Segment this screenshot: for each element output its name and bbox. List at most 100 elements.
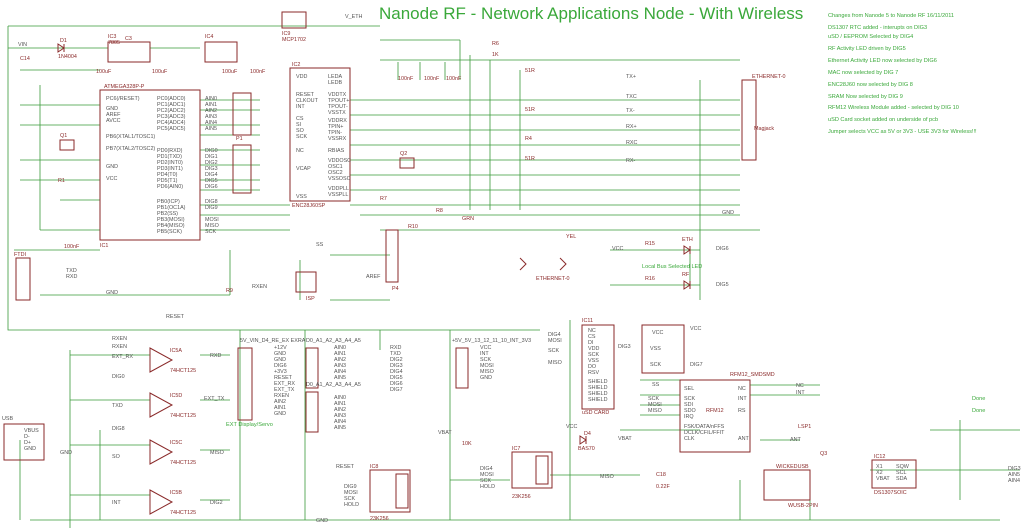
svg-text:SQW: SQW [896,464,910,470]
change-note: MAC now selected by DIG 7 [828,70,898,76]
svg-text:100nF: 100nF [250,69,266,75]
svg-text:SO: SO [112,454,120,460]
svg-text:AIN0: AIN0 [205,96,217,102]
svg-text:CS: CS [588,334,596,340]
svg-text:VSSRX: VSSRX [328,136,347,142]
svg-text:GND: GND [274,351,286,357]
svg-text:AIN1: AIN1 [274,405,286,411]
svg-text:SCK: SCK [684,396,695,402]
svg-text:INT: INT [480,351,489,357]
svg-text:DI: DI [588,340,593,346]
svg-text:C14: C14 [20,56,30,62]
svg-text:AIN3: AIN3 [334,363,346,369]
svg-text:SDA: SDA [896,476,907,482]
eeprom-ic8: IC8 23K256 DIG9 MOSI SCK HOLD RESET VBAT [336,430,452,522]
svg-text:DIG5: DIG5 [205,178,218,184]
svg-text:TX-: TX- [626,108,635,114]
svg-text:AIN4: AIN4 [334,369,346,375]
svg-text:IC3: IC3 [108,34,116,40]
svg-text:MISO: MISO [548,360,562,366]
ic1-atmega328: ATMEGA328P-P IC1 PC6(/RESET) GND AREF AV… [99,84,201,249]
svg-text:MOSI: MOSI [480,472,494,478]
svg-text:VCC: VCC [652,330,663,336]
svg-text:ISP: ISP [306,296,315,302]
svg-text:GND: GND [722,210,734,216]
svg-text:CLKOUT: CLKOUT [296,98,319,104]
svg-text:VSS: VSS [296,194,307,200]
buffer-ic5a: IC5A 74HCT125 RXEN RXEN EXT_RX DIG0 RXD [112,336,221,380]
svg-text:74HCT125: 74HCT125 [170,460,196,466]
svg-text:TXD: TXD [66,268,77,274]
svg-text:5V_VIN_D4_RE_EX EXRA: 5V_VIN_D4_RE_EX EXRA [240,338,306,344]
wire-network [7,25,1020,528]
svg-text:51R: 51R [525,107,535,113]
svg-text:Done: Done [972,408,985,414]
svg-text:IC7: IC7 [512,446,520,452]
svg-text:51R: 51R [525,68,535,74]
svg-text:PB3(MOSI): PB3(MOSI) [157,217,185,223]
svg-text:R16: R16 [645,276,655,282]
svg-text:SI: SI [296,122,301,128]
svg-text:AIN3: AIN3 [334,413,346,419]
svg-text:PB7(XTAL2/TOSC2): PB7(XTAL2/TOSC2) [106,146,155,152]
svg-text:ATMEGA328P-P: ATMEGA328P-P [104,84,145,90]
activity-leds: ETH RF VCC DIG6 DIG5 Local Bus Selected … [612,237,729,290]
svg-text:RS: RS [738,408,746,414]
svg-text:+3V3: +3V3 [274,369,287,375]
svg-text:MOSI: MOSI [205,217,219,223]
svg-text:RBIAS: RBIAS [328,148,345,154]
svg-text:OSC1: OSC1 [328,164,343,170]
svg-text:SCK: SCK [480,357,491,363]
sram-ic7: IC7 23K256 DIG4 MOSI SCK HOLD MISO C18 0… [462,441,670,500]
svg-text:MCP1702: MCP1702 [282,37,306,43]
svg-text:SCK: SCK [650,362,661,368]
svg-text:HOLD: HOLD [344,502,359,508]
svg-text:R6: R6 [492,41,499,47]
svg-text:GND: GND [274,357,286,363]
svg-text:GRN: GRN [462,216,474,222]
svg-text:RESET: RESET [166,314,185,320]
svg-text:IC2: IC2 [292,62,300,68]
svg-text:SCK: SCK [480,478,491,484]
svg-text:WICKEDUSB: WICKEDUSB [776,464,809,470]
rfm12-module: RFM12_SMDSMD RFM12 SEL SCK SDI SDO IRQ F… [648,372,811,453]
svg-text:SHIELD: SHIELD [588,385,608,391]
svg-text:SDO: SDO [684,408,696,414]
svg-text:DIG0: DIG0 [112,374,125,380]
svg-text:IC5D: IC5D [170,393,182,399]
svg-text:USB: USB [2,416,13,422]
svg-text:SS: SS [652,382,660,388]
svg-text:P4: P4 [392,286,399,292]
diode-d4: D4 BAS70 VBAT VCC [566,424,632,452]
svg-text:23K256: 23K256 [512,494,531,500]
change-note: SRAM Now selected by DIG 9 [828,94,903,100]
svg-text:CLK: CLK [684,436,695,442]
svg-text:DIG6: DIG6 [716,246,729,252]
svg-text:MISO: MISO [210,450,224,456]
svg-text:AIN2: AIN2 [205,108,217,114]
svg-text:D1: D1 [60,38,67,44]
svg-text:RXEN: RXEN [252,284,267,290]
svg-text:10K: 10K [462,441,472,447]
svg-text:IC5C: IC5C [170,440,182,446]
crystal-q1: Q1 [59,133,75,151]
svg-text:VSSOSC: VSSOSC [328,176,351,182]
svg-text:1N4004: 1N4004 [58,54,77,60]
svg-text:VIN: VIN [18,42,27,48]
svg-text:DIG4: DIG4 [480,466,493,472]
svg-text:SCK: SCK [548,348,559,354]
svg-text:PB6(XTAL1/TOSC1): PB6(XTAL1/TOSC1) [106,134,155,140]
svg-text:D4: D4 [584,431,591,437]
svg-text:VCC: VCC [566,424,577,430]
svg-text:P1: P1 [236,136,243,142]
svg-text:RESET: RESET [274,375,293,381]
svg-text:R10: R10 [408,224,418,230]
svg-text:DIG3: DIG3 [618,344,631,350]
svg-text:X2: X2 [876,470,883,476]
svg-text:DCLK/CFIL/FFIT: DCLK/CFIL/FFIT [684,430,725,436]
svg-text:TPIN-: TPIN- [328,130,342,136]
svg-text:VCAP: VCAP [296,166,311,172]
svg-text:R9: R9 [226,288,233,294]
svg-text:X1: X1 [876,464,883,470]
